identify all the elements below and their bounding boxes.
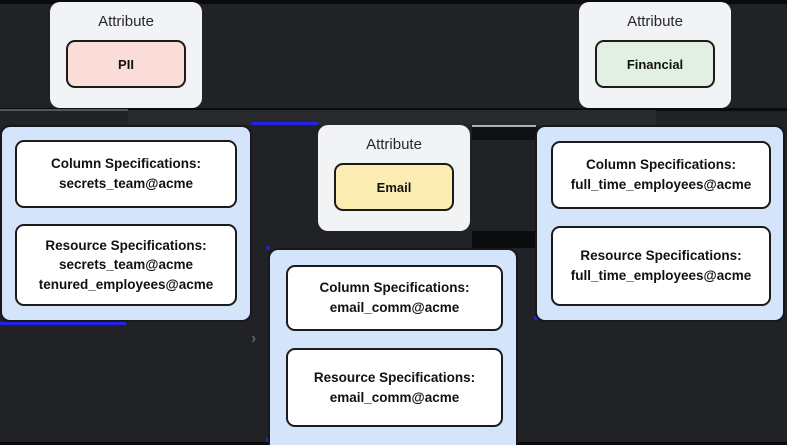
resource-spec-title: Resource Specifications:	[45, 237, 207, 253]
resource-spec-value: email_comm@acme	[329, 389, 460, 405]
resource-specifications-box[interactable]: Resource Specifications: secrets_team@ac…	[15, 224, 237, 306]
background-divider	[0, 108, 787, 111]
attribute-chip-pii[interactable]: PII	[66, 40, 186, 88]
column-spec-value: full_time_employees@acme	[570, 177, 752, 192]
edge-arrowhead-icon: ›	[251, 330, 257, 347]
column-spec-value: email_comm@acme	[329, 300, 460, 315]
attribute-chip-financial[interactable]: Financial	[595, 40, 715, 88]
attribute-node-email[interactable]: Attribute Email	[318, 125, 470, 231]
edge-highlighted-bottom	[0, 322, 126, 325]
background-patch	[472, 231, 537, 248]
attribute-node-label: Attribute	[98, 13, 154, 30]
resource-specifications-box[interactable]: Resource Specifications: full_time_emplo…	[551, 226, 771, 306]
background-line	[0, 109, 128, 111]
resource-spec-title: Resource Specifications:	[313, 369, 476, 385]
background-strip-top	[0, 0, 787, 4]
spec-node-full-time-employees[interactable]: Column Specifications: full_time_employe…	[535, 125, 785, 322]
attribute-node-pii[interactable]: Attribute PII	[50, 2, 202, 108]
resource-specifications-box[interactable]: Resource Specifications: email_comm@acme	[286, 348, 503, 427]
column-spec-value: secrets_team@acme	[58, 176, 193, 191]
resource-spec-title: Resource Specifications:	[580, 248, 742, 264]
column-spec-title: Column Specifications:	[319, 280, 470, 296]
spec-node-secrets-team[interactable]: Column Specifications: secrets_team@acme…	[0, 125, 252, 322]
edge-highlighted-top	[252, 122, 318, 125]
column-spec-title: Column Specifications:	[50, 156, 202, 172]
column-specifications-box[interactable]: Column Specifications: full_time_employe…	[551, 141, 771, 209]
edge-gray	[472, 125, 536, 127]
attribute-node-label: Attribute	[366, 136, 422, 153]
resource-spec-value: secrets_team@acme	[58, 257, 193, 273]
attribute-node-financial[interactable]: Attribute Financial	[579, 2, 731, 108]
column-specifications-box[interactable]: Column Specifications: email_comm@acme	[286, 265, 503, 331]
attribute-chip-email[interactable]: Email	[334, 163, 454, 211]
column-specifications-box[interactable]: Column Specifications: secrets_team@acme	[15, 140, 237, 208]
resource-spec-value: tenured_employees@acme	[38, 276, 214, 292]
column-spec-title: Column Specifications:	[585, 157, 737, 173]
edge-handle-dot	[266, 246, 270, 250]
attribute-node-label: Attribute	[627, 13, 683, 30]
spec-node-email-comm[interactable]: Column Specifications: email_comm@acme R…	[268, 248, 518, 445]
background-band	[128, 110, 656, 125]
background-patch	[472, 126, 537, 140]
resource-spec-value: full_time_employees@acme	[570, 268, 752, 283]
background-band	[0, 112, 128, 124]
